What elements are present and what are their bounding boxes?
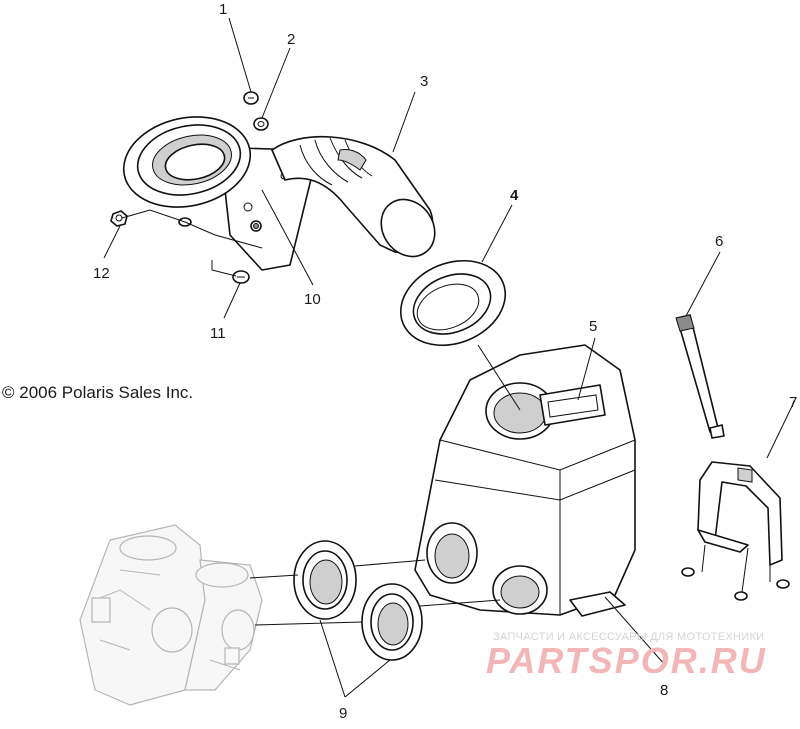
callout-5: 5 (589, 318, 597, 335)
carburetor-assembly (79, 524, 263, 706)
callout-10: 10 (304, 291, 321, 308)
callout-3: 3 (420, 73, 428, 90)
watermark-brand: PARTSPOR.RU (486, 640, 767, 681)
callout-7: 7 (789, 394, 797, 411)
callout-9: 9 (339, 705, 347, 722)
part-2-washer (253, 117, 269, 131)
callout-2: 2 (287, 31, 295, 48)
part-1-screw (243, 91, 259, 105)
callout-4: 4 (510, 187, 519, 204)
callout-6: 6 (715, 233, 723, 250)
callout-labels: 1 2 3 4 5 6 7 8 9 10 11 12 (93, 1, 797, 722)
part-6-strap (675, 314, 725, 439)
part-5-airbox (414, 344, 636, 617)
callout-12: 12 (93, 265, 110, 282)
part-10-intake-boot (122, 116, 313, 271)
part-7-bracket (681, 461, 790, 601)
part-9-seals (293, 540, 423, 661)
callout-1: 1 (219, 1, 227, 18)
callout-8: 8 (660, 682, 668, 699)
callout-11: 11 (210, 325, 226, 342)
part-4-seal-ring (399, 259, 507, 347)
part-12-nut (110, 210, 128, 227)
part-3-air-duct (271, 135, 436, 258)
part-11-screw (232, 270, 250, 284)
copyright-notice: © 2006 Polaris Sales Inc. (2, 383, 194, 402)
watermark-tagline: ЗАПЧАСТИ И АКСЕССУАРЫ ДЛЯ МОТОТЕХНИКИ (493, 631, 765, 643)
leader-lines (103, 17, 796, 698)
